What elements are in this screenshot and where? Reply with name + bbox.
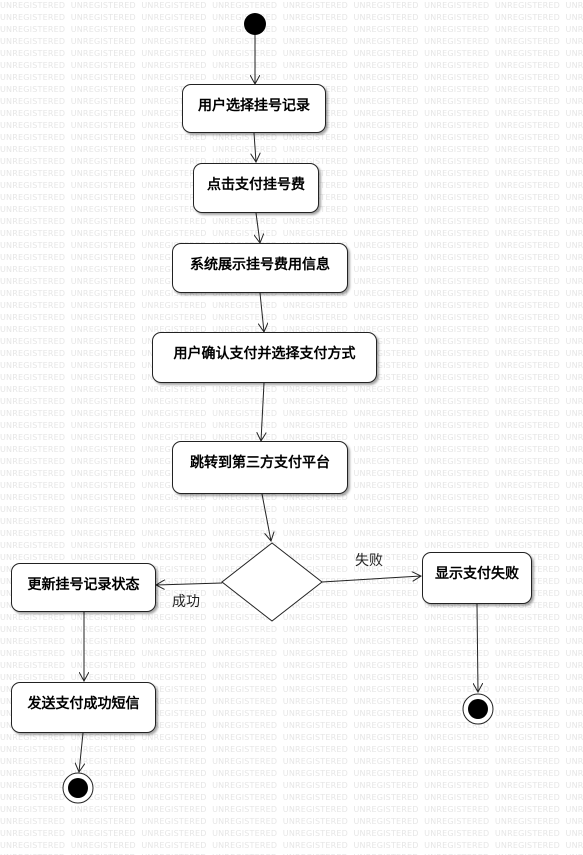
- activity-confirm-pay[interactable]: 用户确认支付并选择支付方式: [152, 332, 377, 383]
- activity-click-pay[interactable]: 点击支付挂号费: [193, 163, 319, 213]
- flow-sms-to-end: [79, 732, 83, 772]
- activity-update-status-label: 更新挂号记录状态: [27, 577, 140, 593]
- activity-update-status[interactable]: 更新挂号记录状态: [11, 563, 156, 612]
- flow-decision-to-update: [156, 583, 223, 585]
- activity-confirm-pay-label: 用户确认支付并选择支付方式: [173, 346, 356, 362]
- guard-success-label: 成功: [172, 594, 200, 610]
- initial-node: [244, 13, 266, 35]
- activity-show-fee-label: 系统展示挂号费用信息: [190, 257, 330, 273]
- activity-select-record-label: 用户选择挂号记录: [198, 98, 310, 114]
- flow-confirm-to-redirect: [261, 382, 264, 441]
- final-node-fail-core: [468, 699, 488, 719]
- activity-redirect-label: 跳转到第三方支付平台: [190, 455, 330, 471]
- guard-fail-label: 失败: [355, 553, 383, 569]
- activity-send-sms-label: 发送支付成功短信: [27, 696, 140, 712]
- activity-select-record[interactable]: 用户选择挂号记录: [182, 84, 326, 133]
- flow-show-to-confirm: [260, 292, 264, 332]
- activity-show-fee[interactable]: 系统展示挂号费用信息: [172, 243, 348, 293]
- flow-fail-to-end: [477, 603, 478, 692]
- flow-redirect-to-decision: [261, 493, 271, 541]
- flow-decision-to-fail: [321, 576, 421, 583]
- activity-show-fail-label: 显示支付失败: [435, 566, 519, 582]
- decision-node: [221, 542, 323, 622]
- activity-send-sms[interactable]: 发送支付成功短信: [11, 682, 156, 733]
- flow-click-to-show: [256, 212, 260, 243]
- activity-click-pay-label: 点击支付挂号费: [207, 177, 305, 193]
- final-node-success-core: [68, 778, 88, 798]
- activity-show-fail[interactable]: 显示支付失败: [422, 552, 532, 604]
- activity-redirect[interactable]: 跳转到第三方支付平台: [172, 441, 348, 494]
- flow-select-to-click: [254, 132, 256, 162]
